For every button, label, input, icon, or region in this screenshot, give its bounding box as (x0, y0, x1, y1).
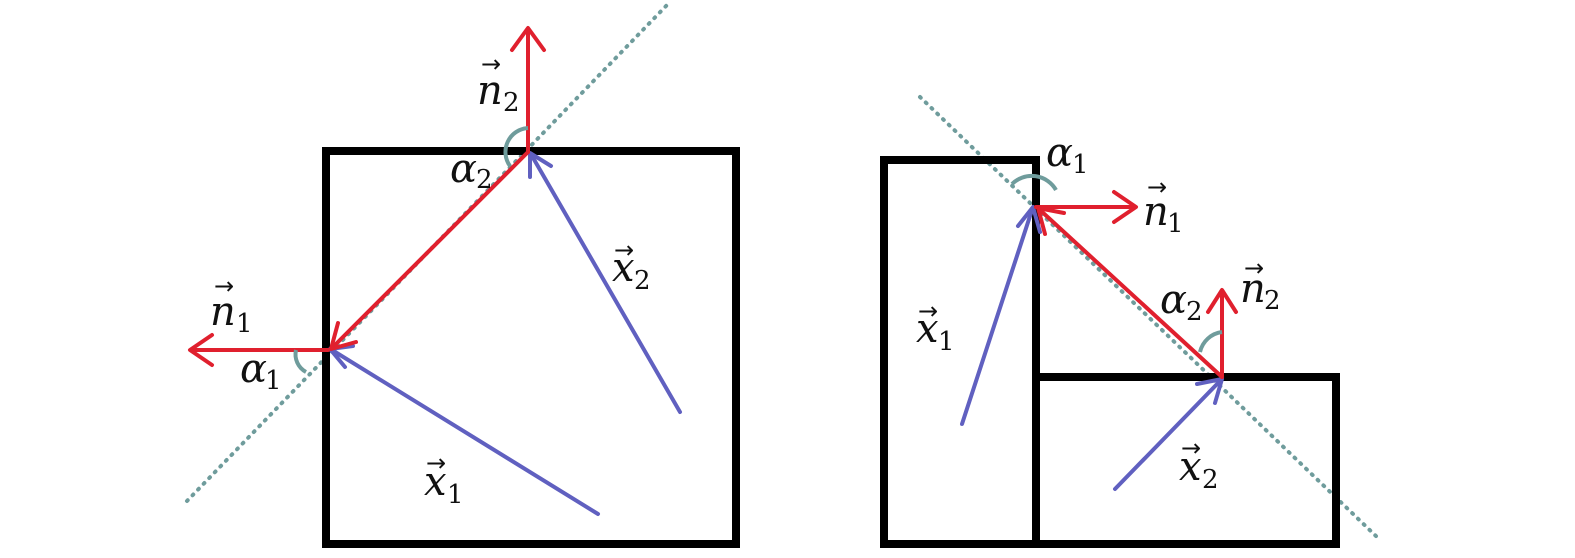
right-alpha1-arc (1010, 173, 1058, 192)
svg-text:n: n (210, 289, 236, 335)
svg-text:n: n (477, 68, 503, 114)
vector-arrow-mark: → (214, 272, 234, 300)
svg-text:x: x (916, 306, 939, 352)
vector-arrow-mark: → (481, 50, 501, 78)
left-alpha1-label: α 1 (240, 346, 282, 396)
svg-text:2: 2 (503, 88, 520, 118)
svg-text:1: 1 (1167, 209, 1184, 239)
right-x2-label: → x 2 (1179, 434, 1219, 495)
svg-text:x: x (1179, 444, 1202, 490)
svg-text:α: α (1160, 277, 1187, 323)
svg-text:α: α (1046, 130, 1073, 176)
svg-text:α: α (240, 346, 267, 392)
right-x2-vector (1113, 379, 1222, 491)
left-alpha2-arc (503, 126, 529, 168)
left-alpha2-label: α 2 (450, 146, 493, 195)
vector-arrow-mark: → (1147, 173, 1167, 201)
right-tall-wall (880, 156, 1040, 548)
svg-text:1: 1 (1072, 150, 1089, 180)
svg-text:1: 1 (265, 366, 282, 396)
vector-arrow-mark: → (426, 449, 446, 477)
right-n2-label: → n 2 (1240, 254, 1281, 316)
left-reflection-arrowhead (329, 321, 358, 351)
left-reflection-vector (330, 150, 530, 350)
right-panel: α 1 → n 1 → n 2 α 2 → x 1 → x 2 (880, 95, 1380, 548)
svg-text:2: 2 (634, 266, 651, 296)
left-panel: → n 2 α 2 → x 2 → n 1 α 1 → x 1 (185, 2, 740, 548)
svg-text:2: 2 (1202, 465, 1219, 495)
right-x1-arrowhead (1016, 205, 1042, 234)
svg-text:x: x (424, 459, 447, 505)
vector-arrow-mark: → (918, 297, 938, 325)
svg-text:2: 2 (1186, 297, 1203, 327)
right-n1-arrowhead (1112, 190, 1138, 224)
right-surface-line (918, 95, 1380, 540)
vector-arrow-mark: → (1181, 434, 1201, 462)
right-n2-arrowhead (1206, 288, 1238, 314)
svg-text:2: 2 (476, 165, 493, 195)
left-n2-label: → n 2 (477, 50, 520, 118)
vector-arrow-mark: → (1244, 254, 1264, 282)
svg-text:2: 2 (1264, 286, 1281, 316)
left-x2-arrowhead (528, 151, 553, 179)
svg-text:n: n (1240, 266, 1266, 312)
left-x1-label: → x 1 (424, 449, 464, 510)
right-x1-vector (960, 208, 1034, 426)
left-square-wall (322, 147, 740, 548)
left-x1-vector (330, 348, 600, 516)
left-x2-label: → x 2 (612, 236, 651, 296)
right-alpha1-label: α 1 (1046, 130, 1089, 180)
left-alpha1-arc (293, 349, 308, 374)
svg-text:n: n (1143, 189, 1169, 235)
right-n1-label: → n 1 (1143, 173, 1184, 239)
left-n1-label: → n 1 (210, 272, 253, 339)
svg-text:1: 1 (447, 480, 464, 510)
left-n2-arrowhead (510, 26, 546, 52)
right-reflection-vector (1038, 208, 1224, 379)
svg-text:1: 1 (236, 309, 253, 339)
svg-text:α: α (450, 146, 477, 192)
vector-arrow-mark: → (614, 236, 634, 264)
right-alpha2-label: α 2 (1160, 277, 1203, 327)
left-n1-arrowhead (188, 333, 214, 367)
svg-text:x: x (612, 245, 635, 291)
svg-text:1: 1 (938, 327, 955, 357)
left-x2-vector (530, 154, 682, 414)
right-low-wall (1032, 373, 1340, 548)
right-x1-label: → x 1 (916, 297, 955, 357)
right-alpha2-arc (1198, 330, 1223, 353)
